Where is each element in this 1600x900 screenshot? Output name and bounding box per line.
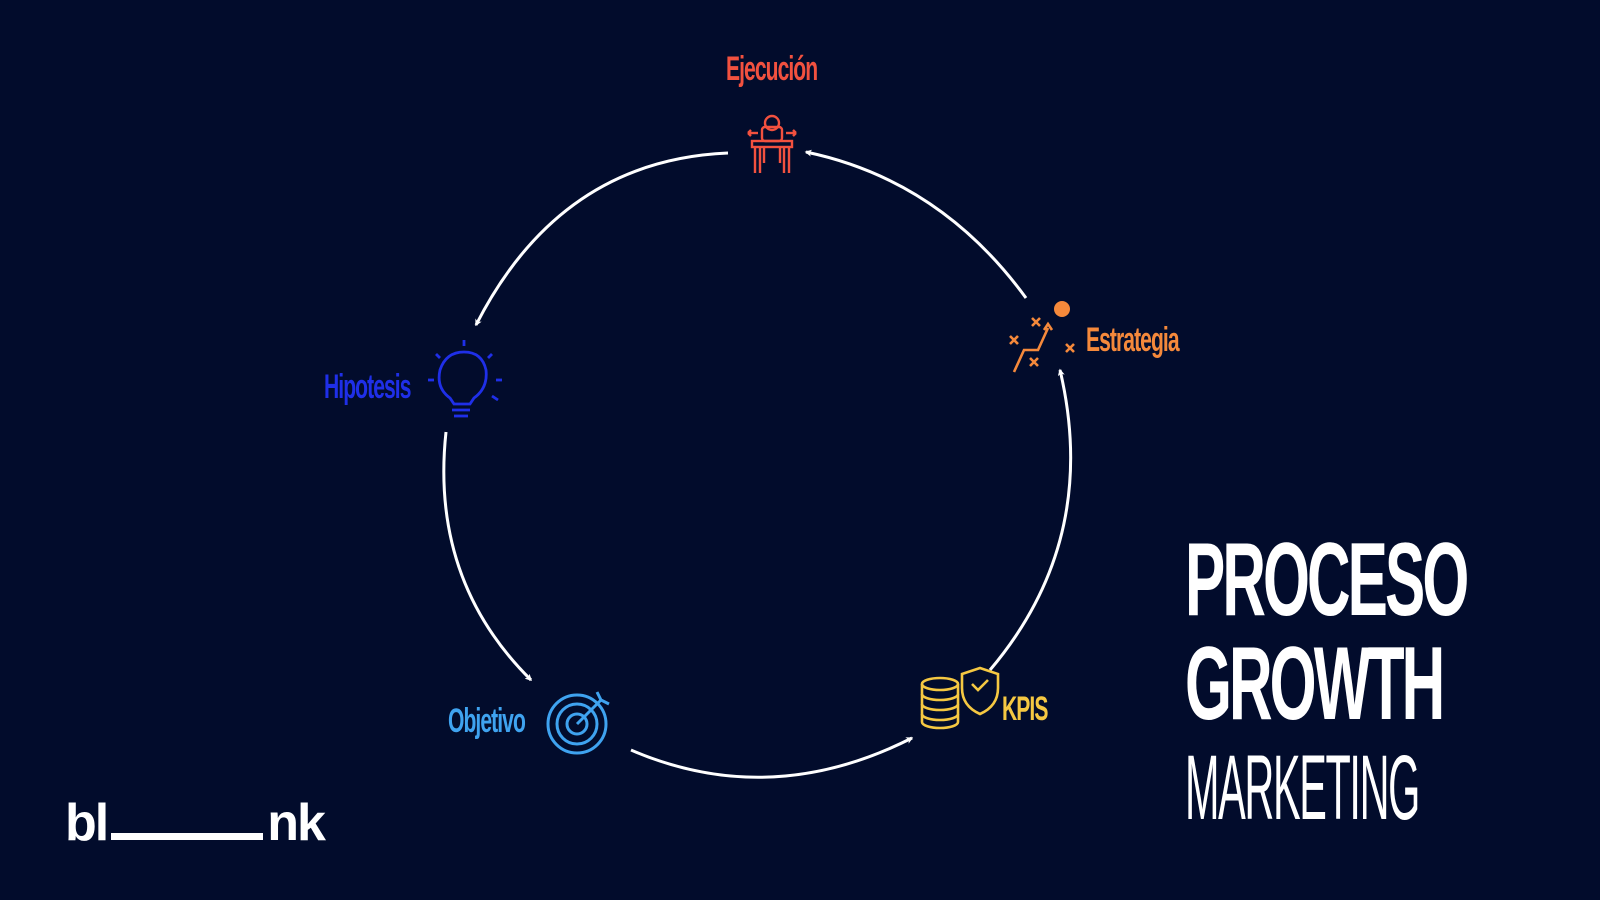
title-line-marketing: MARKETING xyxy=(1185,737,1420,839)
title-line-proceso: PROCESO xyxy=(1185,522,1469,638)
label-estrategia: Estrategia xyxy=(1086,321,1180,359)
strategy-plan-icon xyxy=(1009,301,1075,373)
brand-logo: bl nk xyxy=(65,794,326,852)
logo-text-right: nk xyxy=(267,794,326,852)
arrow-kpis-to-estrategia xyxy=(988,368,1073,671)
arrow-hipotesis-to-objetivo xyxy=(442,431,533,682)
arrow-ejecucion-to-hipotesis xyxy=(474,151,729,327)
person-at-desk-icon xyxy=(747,114,797,173)
coins-shield-icon xyxy=(920,666,1000,730)
logo-text-left: bl xyxy=(65,794,109,852)
logo-underscore xyxy=(111,833,264,840)
title-line-growth: GROWTH xyxy=(1185,626,1445,742)
arrow-objetivo-to-kpis xyxy=(630,736,914,779)
label-objetivo: Objetivo xyxy=(448,702,526,740)
arrow-estrategia-to-ejecucion xyxy=(804,149,1028,299)
label-ejecucion: Ejecución xyxy=(726,50,818,88)
target-arrow-icon xyxy=(546,691,610,755)
lightbulb-icon xyxy=(428,340,502,418)
label-kpis: KPIS xyxy=(1002,690,1048,728)
label-hipotesis: Hipotesis xyxy=(324,368,411,406)
